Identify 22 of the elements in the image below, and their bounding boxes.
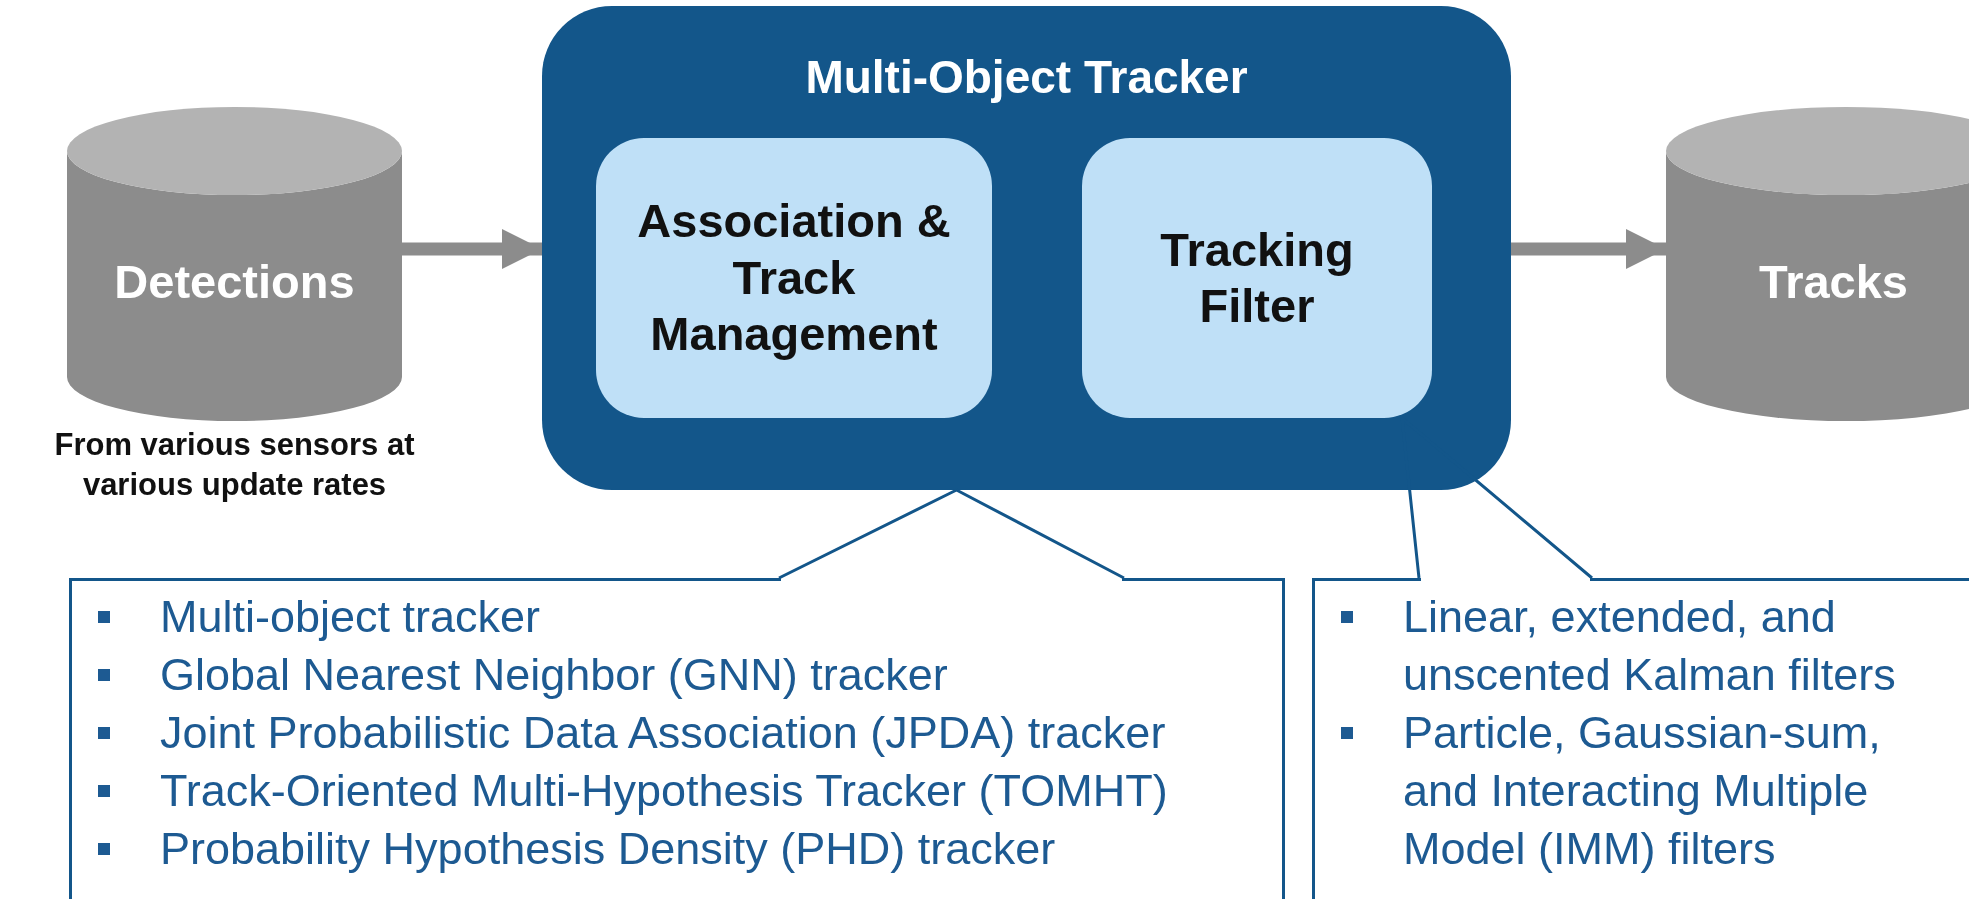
- block-arrow: [402, 229, 542, 269]
- tracker-panel: [542, 6, 1511, 490]
- list-item: Linear, extended, and unscented Kalman filters: [1403, 590, 1897, 702]
- callout-pointer: [777, 488, 1126, 580]
- node-label: From various sensors at various update rates: [53, 426, 416, 505]
- list-item: Multi-object tracker: [160, 590, 541, 644]
- database-cylinder: [1666, 107, 1969, 421]
- list-item: Joint Probabilistic Data Association (JPDA) tracker: [160, 706, 1166, 760]
- process-box: [1082, 138, 1432, 418]
- list-item: Track-Oriented Multi-Hypothesis Tracker (TOMHT): [160, 764, 1168, 818]
- panel-title: Multi-Object Tracker: [804, 50, 1249, 104]
- cylinder-label: Detections: [113, 254, 356, 309]
- box-label: Tracking Filter: [1159, 221, 1355, 334]
- list-item: Global Nearest Neighbor (GNN) tracker: [160, 648, 948, 702]
- list-item: Probability Hypothesis Density (PHD) tracker: [160, 822, 1056, 876]
- cylinder-label: Tracks: [1758, 254, 1909, 309]
- box-label: Association & Track Management: [636, 193, 952, 363]
- block-arrow: [1511, 229, 1666, 269]
- list-item: Particle, Gaussian-sum, and Interacting Multiple Model (IMM) filters: [1403, 706, 1882, 876]
- database-cylinder: [67, 107, 402, 421]
- process-box: [596, 138, 992, 418]
- callout-box: [69, 578, 1285, 899]
